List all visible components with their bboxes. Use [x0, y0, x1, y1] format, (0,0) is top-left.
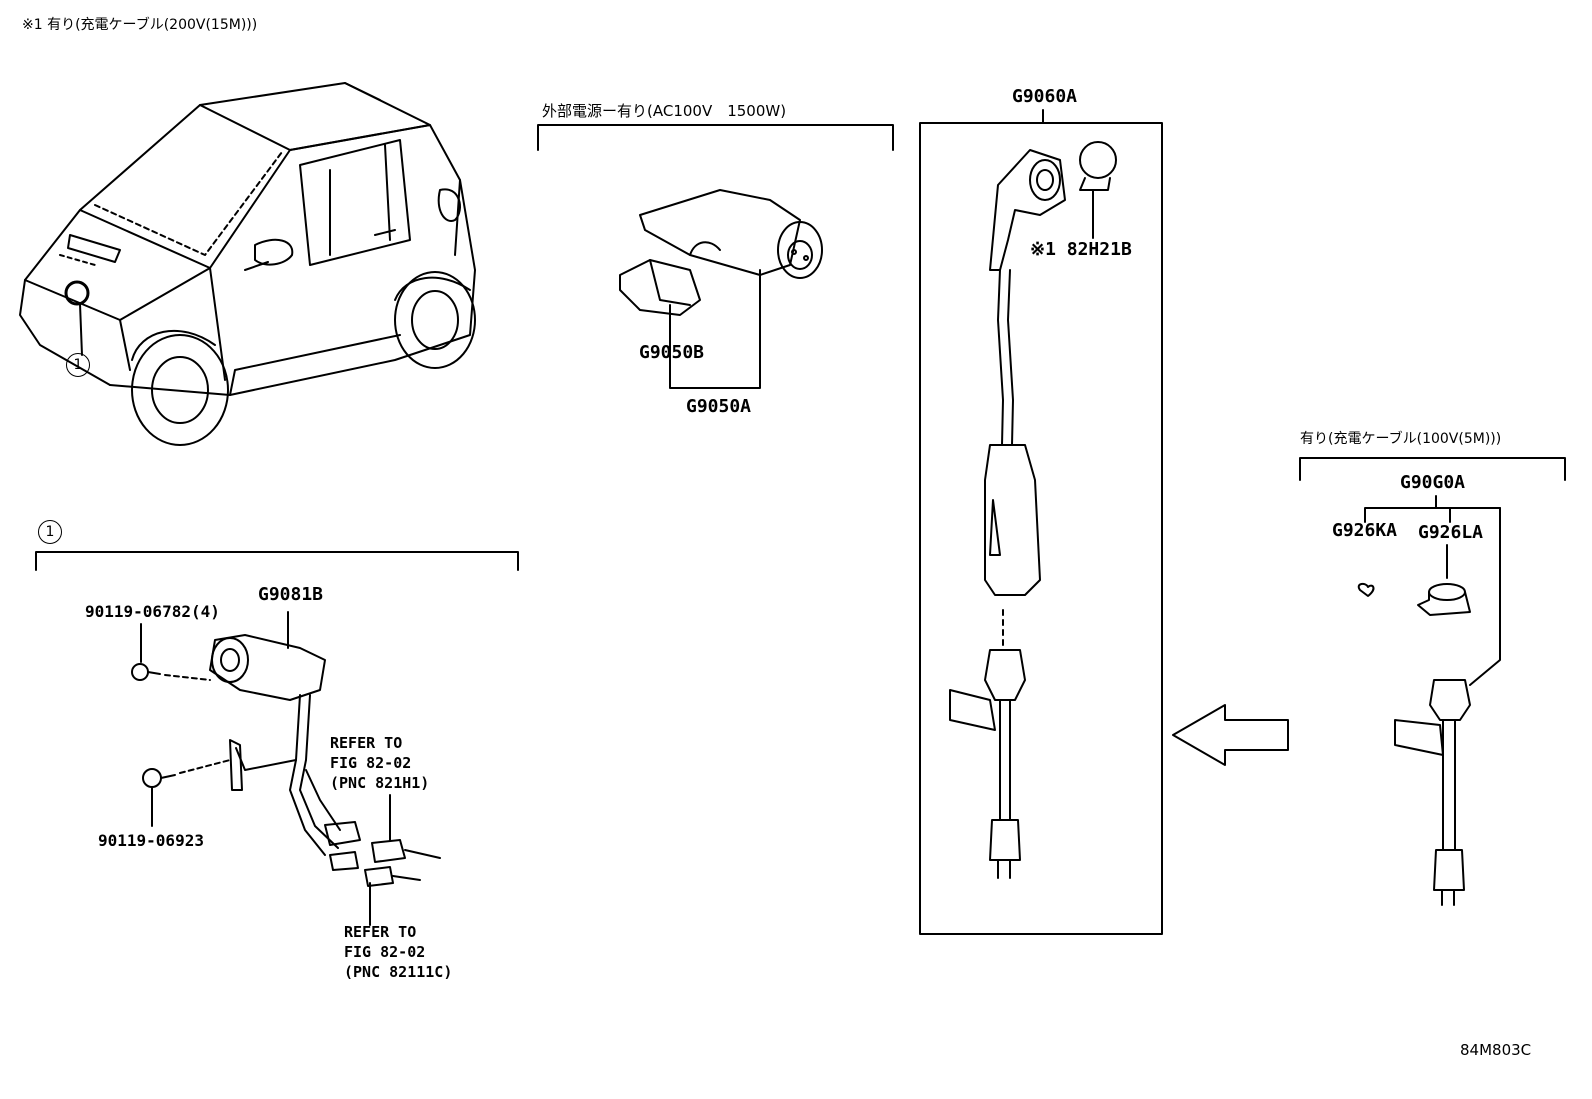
header-note: ※1 有り(充電ケーブル(200V(15M))) — [22, 17, 258, 33]
cable-100v-bracket — [1299, 457, 1566, 686]
part-label-g9050b[interactable]: G9050B — [639, 342, 705, 363]
part-label-g9060a[interactable]: G9060A — [1012, 86, 1078, 107]
detail-1-bracket — [35, 551, 519, 571]
part-label-90119-06782[interactable]: 90119-06782(4) — [85, 602, 220, 621]
part-label-g9050a[interactable]: G9050A — [686, 396, 752, 417]
part-label-g9081b[interactable]: G9081B — [258, 584, 324, 605]
part-label-g926ka[interactable]: G926KA — [1332, 520, 1398, 541]
detail-callout-1: 1 — [38, 520, 62, 544]
detail-1-illustration — [131, 611, 441, 926]
cable-200v-illustration — [949, 141, 1117, 879]
cable-100v-title: 有り(充電ケーブル(100V(5M))) — [1300, 431, 1502, 447]
diagram-code: 84M803C — [1460, 1041, 1532, 1059]
direction-arrow — [1172, 704, 1289, 766]
ac-plug-illustration — [619, 189, 823, 316]
refer-note-821h1[interactable]: REFER TO FIG 82-02 (PNC 821H1) — [330, 734, 430, 792]
cable-100v-illustration — [1357, 582, 1471, 906]
car-callout-1: 1 — [66, 353, 90, 377]
part-label-g926la[interactable]: G926LA — [1418, 522, 1484, 543]
ac-group-title: 外部電源ー有り(AC100V 1500W) — [542, 102, 787, 120]
ac-leader-lines — [669, 269, 761, 389]
car-illustration — [19, 82, 476, 446]
refer-note-82111c[interactable]: REFER TO FIG 82-02 (PNC 82111C) — [344, 923, 453, 981]
ac-group-bracket — [537, 124, 894, 151]
part-label-82h21b[interactable]: ※1 82H21B — [1030, 239, 1132, 260]
cable-200v-box — [919, 109, 1163, 935]
part-label-90119-06923[interactable]: 90119-06923 — [98, 831, 204, 850]
part-label-g90g0a[interactable]: G90G0A — [1400, 472, 1466, 493]
